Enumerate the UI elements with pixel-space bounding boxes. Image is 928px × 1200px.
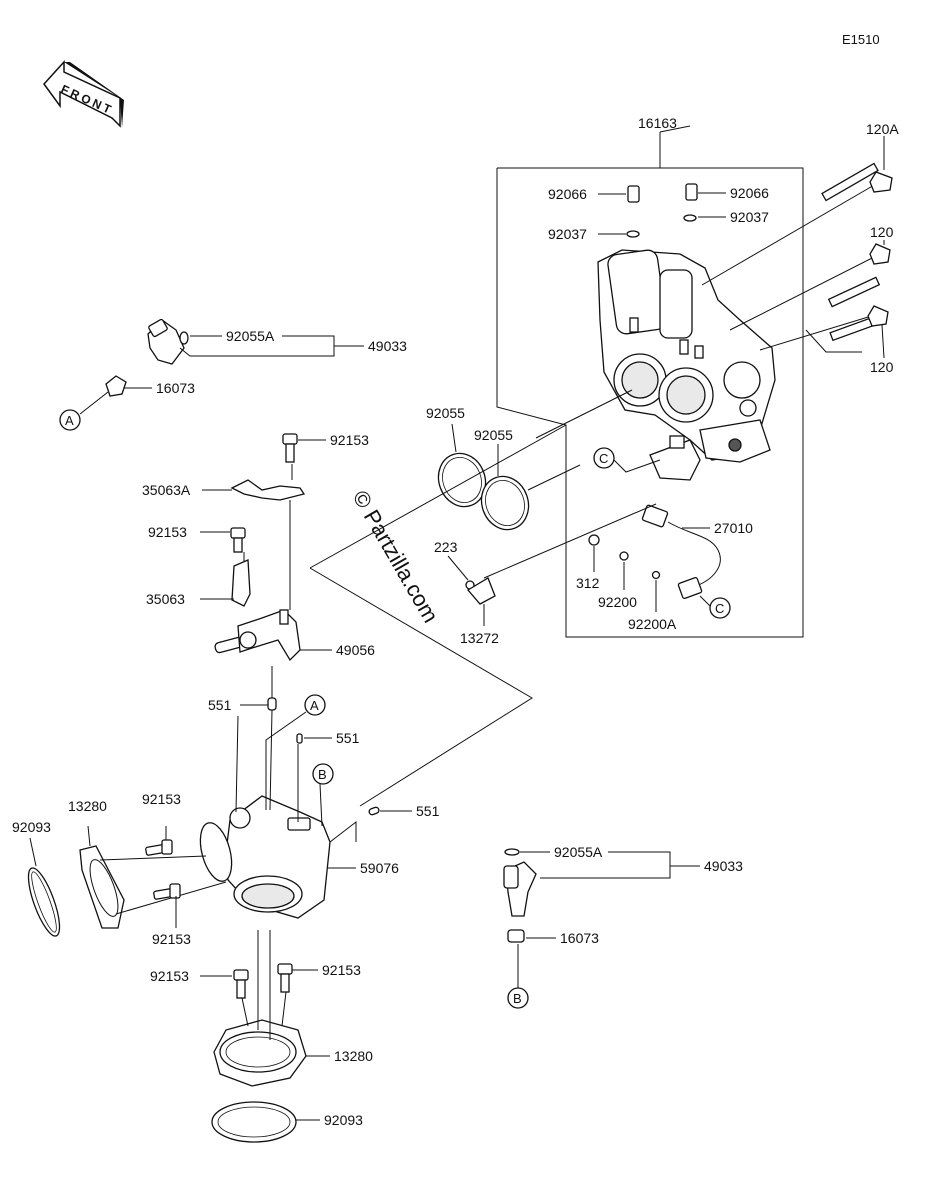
bolt-120-top xyxy=(729,243,891,331)
label-92093-bottom: 92093 xyxy=(324,1112,363,1128)
ref-circle-b-mid xyxy=(312,763,334,785)
watermark: © Partzilla.com xyxy=(348,486,444,627)
gasket-13280-left xyxy=(79,845,125,929)
bolt-92153-b xyxy=(230,527,246,553)
label-16073-top: 16073 xyxy=(156,380,195,396)
bolt-120-bottom xyxy=(759,305,889,351)
ref-circle-c-bottom xyxy=(709,597,731,619)
manifold-59076 xyxy=(199,795,331,919)
label-92153-e: 92153 xyxy=(150,968,189,984)
sensor-block xyxy=(649,435,701,481)
label-49056: 49056 xyxy=(336,642,375,658)
plug-551-a xyxy=(267,697,277,711)
bolt-92153-e xyxy=(233,969,249,999)
washer-92200 xyxy=(619,551,629,561)
label-92093-left: 92093 xyxy=(12,819,51,835)
label-92066-right: 92066 xyxy=(730,185,769,201)
throttle-body-16163 xyxy=(597,249,776,463)
label-92200: 92200 xyxy=(598,594,637,610)
bracket-35063A xyxy=(230,479,306,501)
label-92037-right: 92037 xyxy=(730,209,769,225)
label-16163: 16163 xyxy=(638,115,677,131)
label-92066-left: 92066 xyxy=(548,186,587,202)
assembly-box-16163 xyxy=(496,167,804,638)
plate-13272 xyxy=(467,577,496,605)
ref-circle-c-top xyxy=(593,447,615,469)
ref-c-bottom: C xyxy=(715,601,724,616)
bolt-92153-f xyxy=(277,963,293,993)
label-120-top: 120 xyxy=(870,224,894,240)
label-92200A: 92200A xyxy=(628,616,677,632)
cap-16073-top xyxy=(105,375,127,397)
harness-27010 xyxy=(641,504,721,600)
cap-92066-left xyxy=(627,185,640,203)
label-49033-bottom: 49033 xyxy=(704,858,743,874)
ref-circle-a-top xyxy=(59,409,81,431)
label-49033-top: 49033 xyxy=(368,338,407,354)
label-92153-b: 92153 xyxy=(148,524,187,540)
label-92055A-bottom: 92055A xyxy=(554,844,603,860)
label-35063A: 35063A xyxy=(142,482,191,498)
label-551-a: 551 xyxy=(208,697,232,713)
label-92055-left: 92055 xyxy=(426,405,465,421)
label-92055A-top: 92055A xyxy=(226,328,275,344)
ref-circle-a-mid xyxy=(304,694,326,716)
ref-b-mid: B xyxy=(318,767,327,782)
label-92055-right: 92055 xyxy=(474,427,513,443)
label-223: 223 xyxy=(434,539,458,555)
ring-92093-bottom xyxy=(211,1101,297,1143)
label-551-c: 551 xyxy=(416,803,440,819)
label-59076: 59076 xyxy=(360,860,399,876)
bolt-120A xyxy=(701,162,893,286)
label-120-bottom: 120 xyxy=(870,359,894,375)
fuel-pipe-49056 xyxy=(214,609,301,662)
ref-b-bottom: B xyxy=(513,991,522,1006)
front-arrow-icon: FRONT xyxy=(43,60,124,128)
plug-551-b xyxy=(296,733,303,744)
label-120A: 120A xyxy=(866,121,899,137)
oring-92037-left xyxy=(626,230,640,238)
injector-49033-top xyxy=(147,318,189,365)
plug-551-c xyxy=(368,806,380,816)
bolt-92153-d xyxy=(153,883,181,900)
label-16073-bottom: 16073 xyxy=(560,930,599,946)
gasket-13280-bottom xyxy=(213,1019,307,1087)
diagram-code: E1510 xyxy=(842,32,880,47)
ref-a-mid: A xyxy=(310,698,319,713)
ref-c-top: C xyxy=(599,451,608,466)
screw-312 xyxy=(588,534,600,546)
label-92037-left: 92037 xyxy=(548,226,587,242)
label-13272: 13272 xyxy=(460,630,499,646)
oring-92055-right xyxy=(480,475,530,531)
cap-92066-right xyxy=(685,183,698,201)
label-551-b: 551 xyxy=(336,730,360,746)
bracket-35063 xyxy=(231,559,251,607)
oring-92037-right xyxy=(683,214,697,222)
washer-92200A xyxy=(651,570,661,580)
bolt-92153-c xyxy=(145,839,173,856)
label-92153-c: 92153 xyxy=(142,791,181,807)
injector-49033-bottom xyxy=(503,848,537,917)
label-92153-f: 92153 xyxy=(322,962,361,978)
ring-92093-left xyxy=(27,867,61,937)
bolt-92153-a xyxy=(282,433,298,463)
label-13280-left: 13280 xyxy=(68,798,107,814)
oring-92055-left xyxy=(437,452,487,508)
label-312: 312 xyxy=(576,575,600,591)
cap-16073-bottom xyxy=(507,929,525,943)
label-35063: 35063 xyxy=(146,591,185,607)
label-92153-d: 92153 xyxy=(152,931,191,947)
label-27010: 27010 xyxy=(714,520,753,536)
label-92153-a: 92153 xyxy=(330,432,369,448)
ref-a-top: A xyxy=(65,413,74,428)
label-13280-bottom: 13280 xyxy=(334,1048,373,1064)
